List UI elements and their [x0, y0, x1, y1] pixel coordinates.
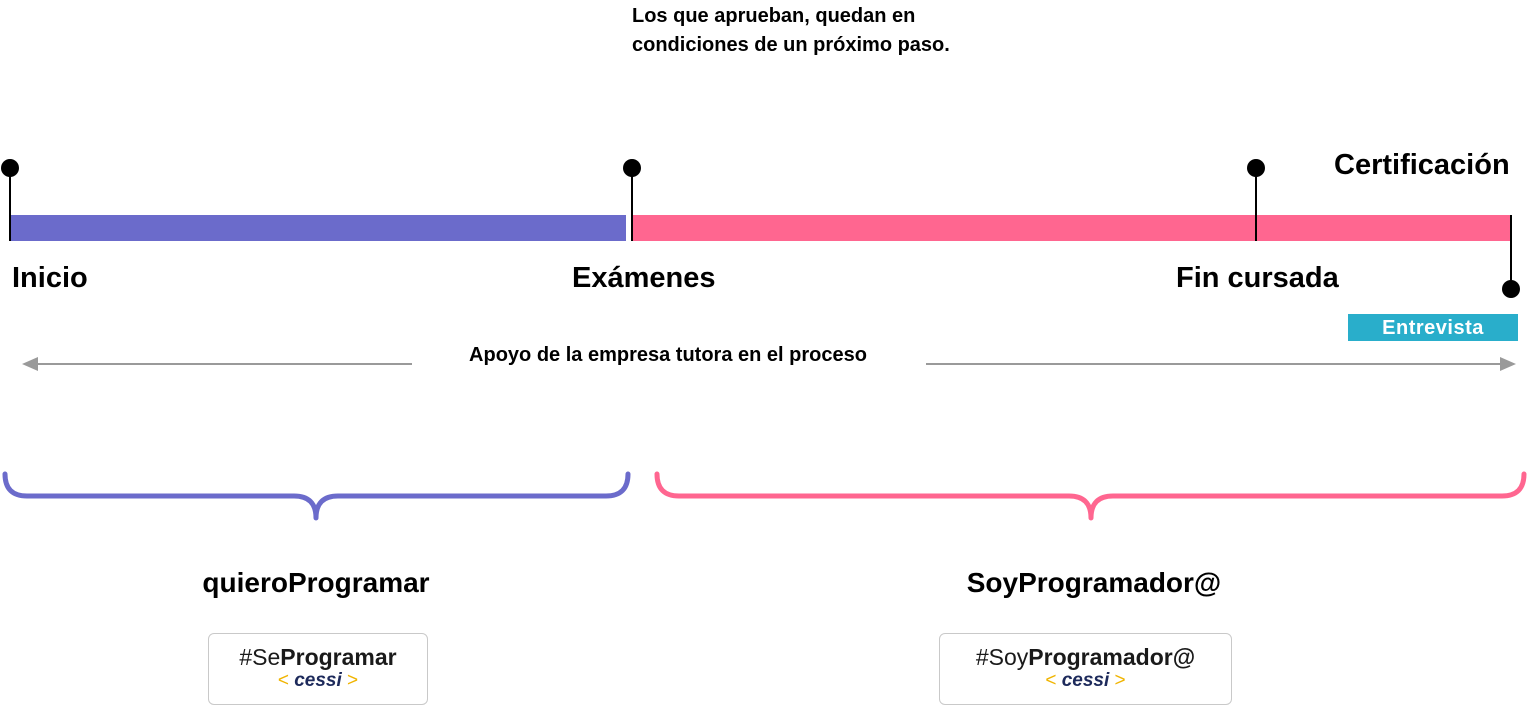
milestone-label-certificacion: Certificación [1334, 149, 1510, 181]
badge-se-programar-text: #SeProgramar [209, 644, 427, 670]
badge-right-prefix: #Soy [975, 644, 1029, 670]
support-text: Apoyo de la empresa tutora en el proceso [469, 344, 867, 366]
pin-fin-cursada [1247, 159, 1265, 241]
phase-title-left: quieroProgramar [202, 567, 430, 598]
bracket-open-right: < [1045, 670, 1057, 691]
pin-certificacion [1502, 215, 1520, 298]
badge-soy-programador: #SoyProgramador@ < cessi > [939, 633, 1232, 705]
cessi-brand-left: cessi [294, 670, 342, 691]
pin-inicio [1, 159, 19, 241]
support-arrow-left [22, 357, 412, 371]
entrevista-badge: Entrevista [1348, 314, 1518, 341]
badge-left-bold: Programar [280, 644, 397, 670]
exam-note: Los que aprueban, quedan en condiciones … [632, 5, 950, 56]
badge-left-prefix: #Se [239, 644, 281, 670]
cessi-logo-right: < cessi > [940, 670, 1231, 692]
badge-soy-programador-text: #SoyProgramador@ [940, 644, 1231, 670]
support-arrow-right [926, 357, 1516, 371]
bracket-open-left: < [277, 670, 289, 691]
bracket-close-left: > [347, 670, 359, 691]
brace-left [2, 471, 631, 521]
milestone-label-fin-cursada: Fin cursada [1176, 262, 1339, 294]
timeline-bar-purple [10, 215, 626, 241]
brace-right [654, 471, 1527, 521]
milestone-label-examenes: Exámenes [572, 262, 716, 294]
phase-title-right: SoyProgramador@ [966, 567, 1222, 598]
badge-se-programar: #SeProgramar < cessi > [208, 633, 428, 705]
milestone-label-inicio: Inicio [12, 262, 88, 294]
cessi-logo-left: < cessi > [209, 670, 427, 692]
pin-examenes [623, 159, 641, 241]
cessi-brand-right: cessi [1061, 670, 1110, 691]
timeline-bar-pink [633, 215, 1511, 241]
badge-right-bold: Programador@ [1028, 644, 1196, 670]
bracket-close-right: > [1114, 670, 1126, 691]
